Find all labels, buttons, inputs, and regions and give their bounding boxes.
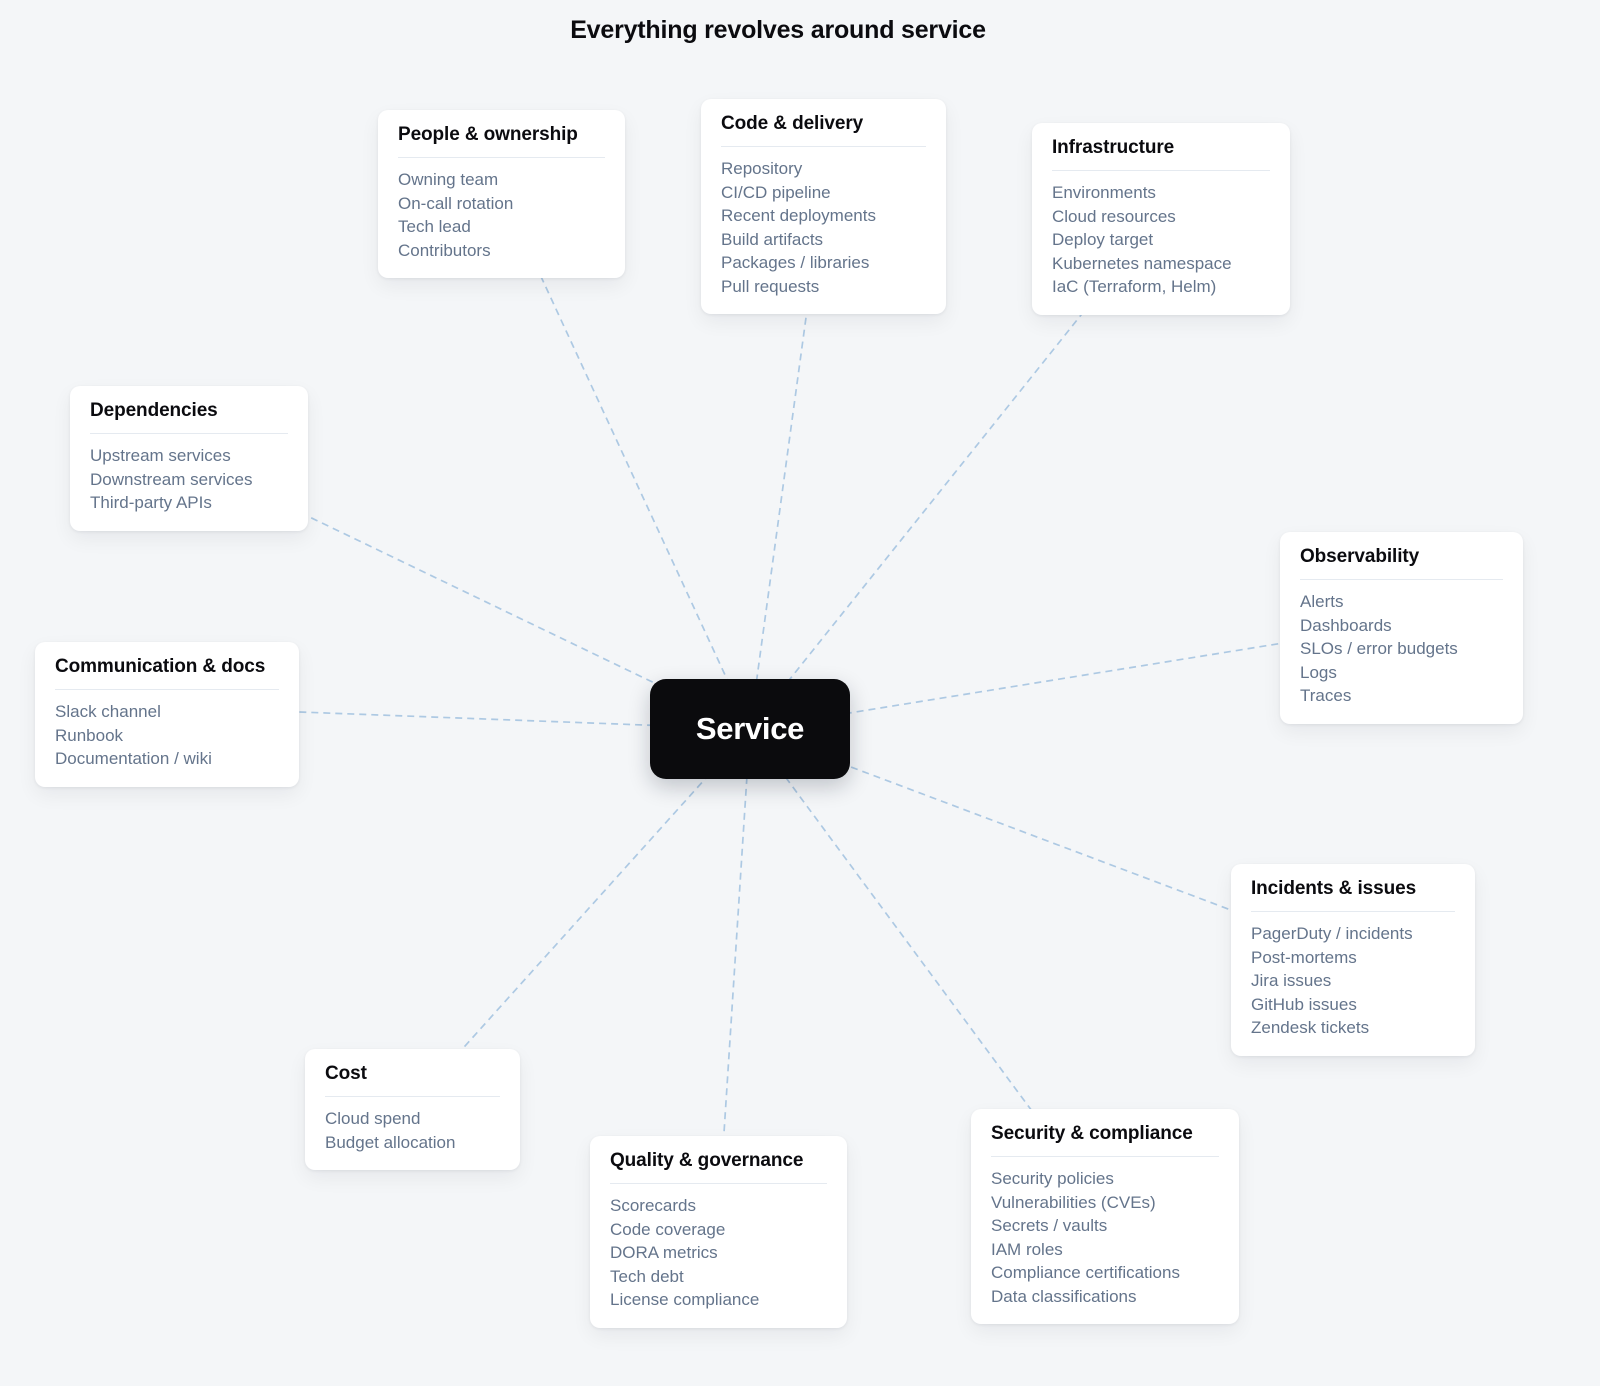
- card-item: Post-mortems: [1251, 947, 1357, 967]
- card-item: IAM roles: [991, 1239, 1063, 1259]
- connector-line-observability: [749, 623, 1402, 730]
- page-title: Everything revolves around service: [570, 16, 986, 44]
- card-item: License compliance: [610, 1290, 760, 1309]
- card-title: Code & delivery: [721, 113, 926, 147]
- card-title: Cost: [325, 1063, 500, 1097]
- card-item: Traces: [1300, 686, 1352, 705]
- card-title: Dependencies: [90, 400, 288, 434]
- card-title: Incidents & issues: [1251, 878, 1455, 912]
- card-item: Jira issues: [1251, 971, 1332, 990]
- service-node: Service: [650, 679, 850, 779]
- card-item: Logs: [1300, 662, 1337, 682]
- card-item: On-call rotation: [398, 193, 514, 213]
- card-item: Tech lead: [398, 217, 471, 236]
- card-item: Budget allocation: [325, 1132, 456, 1152]
- card-item: Tech debt: [610, 1266, 684, 1286]
- connector-line-infrastructure: [749, 214, 1162, 730]
- card-item: DORA metrics: [610, 1243, 718, 1262]
- card-item: Cloud resources: [1052, 206, 1176, 226]
- connector-line-people-ownership: [500, 189, 751, 730]
- card-item: Compliance certifications: [991, 1263, 1180, 1282]
- card-item: Vulnerabilities (CVEs): [991, 1192, 1156, 1212]
- card-item: Runbook: [55, 725, 124, 745]
- card-incidents-issues: Incidents & issues PagerDuty / incidents…: [1231, 864, 1475, 1056]
- card-title: Communication & docs: [55, 656, 279, 690]
- card-item: Recent deployments: [721, 206, 876, 225]
- card-item: Code coverage: [610, 1219, 726, 1239]
- connector-line-cost: [411, 728, 751, 1106]
- card-item: Build artifacts: [721, 229, 824, 249]
- card-title: Observability: [1300, 546, 1503, 580]
- card-item: Secrets / vaults: [991, 1216, 1108, 1235]
- card-title: People & ownership: [398, 124, 605, 158]
- card-item: CI/CD pipeline: [721, 182, 831, 202]
- card-item: GitHub issues: [1251, 994, 1357, 1014]
- card-item: Slack channel: [55, 702, 161, 721]
- card-item: Contributors: [398, 240, 491, 260]
- card-item: Alerts: [1300, 592, 1344, 611]
- card-item: Documentation / wiki: [55, 749, 212, 768]
- card-title: Security & compliance: [991, 1123, 1219, 1157]
- card-item: Scorecards: [610, 1196, 696, 1215]
- card-item: Environments: [1052, 183, 1156, 202]
- card-item: Security policies: [991, 1169, 1114, 1188]
- card-title: Quality & governance: [610, 1150, 827, 1184]
- card-item: Data classifications: [991, 1286, 1137, 1306]
- card-item: Downstream services: [90, 469, 253, 489]
- card-item: Packages / libraries: [721, 253, 870, 272]
- card-item: Pull requests: [721, 276, 820, 296]
- card-item: Upstream services: [90, 446, 231, 465]
- service-node-label: Service: [695, 711, 805, 746]
- card-item: SLOs / error budgets: [1300, 639, 1458, 658]
- card-item: Dashboards: [1300, 615, 1392, 635]
- card-item: Third-party APIs: [90, 493, 212, 512]
- card-item: Repository: [721, 159, 803, 178]
- card-item: Kubernetes namespace: [1052, 253, 1232, 273]
- card-title: Infrastructure: [1052, 137, 1270, 171]
- card-item: PagerDuty / incidents: [1251, 924, 1413, 943]
- card-item: Owning team: [398, 170, 499, 189]
- card-item: IaC (Terraform, Helm): [1052, 277, 1217, 296]
- card-item: Cloud spend: [325, 1109, 421, 1128]
- card-item: Zendesk tickets: [1251, 1018, 1370, 1037]
- card-item: Deploy target: [1052, 230, 1154, 249]
